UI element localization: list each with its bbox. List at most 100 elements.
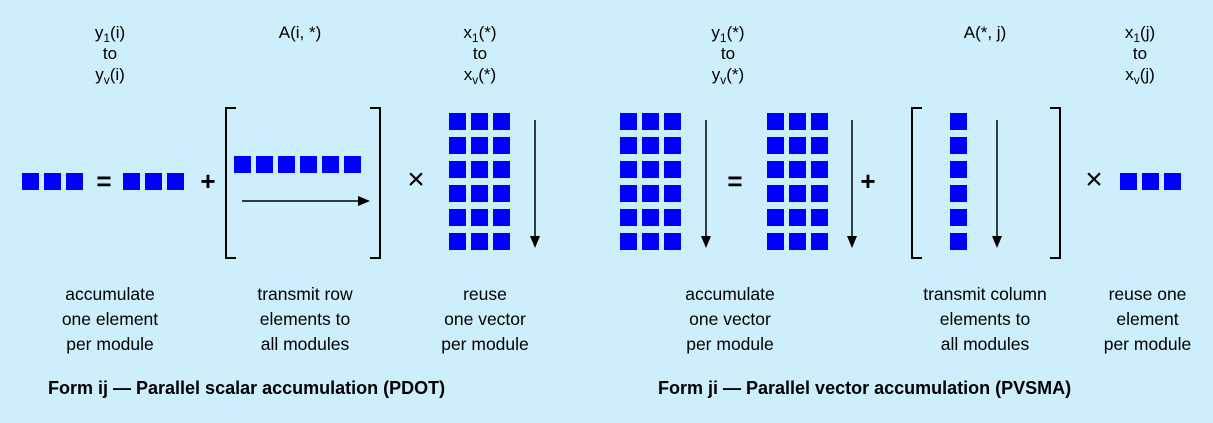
caption-reuse-vector: reuse one vector per module bbox=[441, 284, 529, 354]
x-reuse-arrow-ij-head bbox=[530, 236, 540, 248]
x-vector-square-ij bbox=[471, 113, 488, 130]
left-bracket-row bbox=[225, 107, 236, 259]
y-element-square-ij bbox=[66, 173, 83, 190]
x-vector-square-ij bbox=[471, 185, 488, 202]
x-element-square-ji bbox=[1142, 173, 1159, 190]
label-x-range-ij: x1(*) to xv(*) bbox=[463, 23, 497, 87]
y-vector-square-ji bbox=[620, 161, 637, 178]
a-row-square bbox=[234, 156, 251, 173]
equals-operator-ji: = bbox=[727, 166, 743, 196]
x-vector-square-ij bbox=[471, 161, 488, 178]
y-accumulate-arrow-ji-head bbox=[701, 236, 711, 248]
a-column-square bbox=[950, 233, 967, 250]
form-ij-title: Form ij — Parallel scalar accumulation (… bbox=[48, 378, 446, 398]
label-x-range-ji: x1(j) to xv(j) bbox=[1124, 23, 1156, 87]
x-vector-square-ij bbox=[449, 113, 466, 130]
y-term-square-ij bbox=[167, 173, 184, 190]
a-row-square bbox=[322, 156, 339, 173]
right-bracket-column bbox=[1050, 107, 1061, 259]
caption-transmit-row: transmit row elements to all modules bbox=[257, 284, 353, 354]
y-term-square-ji bbox=[789, 209, 806, 226]
a-column-square bbox=[950, 185, 967, 202]
y-term-square-ji bbox=[811, 209, 828, 226]
x-vector-square-ij bbox=[471, 209, 488, 226]
a-row-square bbox=[344, 156, 361, 173]
times-operator-ji: × bbox=[1085, 163, 1103, 196]
x-vector-square-ij bbox=[449, 161, 466, 178]
y-term-square-ji bbox=[767, 113, 784, 130]
y-term-square-ji bbox=[767, 161, 784, 178]
x-vector-square-ij bbox=[471, 233, 488, 250]
a-column-square bbox=[950, 161, 967, 178]
right-bracket-row bbox=[370, 107, 381, 259]
caption-accumulate-ij: accumulate one element per module bbox=[61, 284, 159, 354]
y-element-square-ij bbox=[44, 173, 61, 190]
y-vector-square-ji bbox=[664, 233, 681, 250]
x-vector-square-ij bbox=[471, 137, 488, 154]
y-term-square-ji bbox=[811, 233, 828, 250]
plus-operator-ij: + bbox=[200, 166, 216, 196]
column-arrow-head bbox=[992, 236, 1002, 248]
y-vector-square-ji bbox=[620, 209, 637, 226]
y-element-square-ij bbox=[22, 173, 39, 190]
a-row-square bbox=[300, 156, 317, 173]
plus-operator-ji: + bbox=[860, 166, 876, 196]
x-vector-square-ij bbox=[493, 209, 510, 226]
y-term-square-ji bbox=[767, 233, 784, 250]
a-column-square bbox=[950, 137, 967, 154]
y-vector-square-ji bbox=[664, 185, 681, 202]
x-vector-square-ij bbox=[493, 113, 510, 130]
y-vector-square-ji bbox=[620, 185, 637, 202]
form-ji-title: Form ji — Parallel vector accumulation (… bbox=[658, 378, 1072, 398]
y-vector-square-ji bbox=[642, 233, 659, 250]
y-term-square-ji bbox=[789, 233, 806, 250]
y-term-square-ji bbox=[811, 113, 828, 130]
y-vector-square-ji bbox=[642, 113, 659, 130]
label-a-row: A(i, *) bbox=[278, 23, 322, 42]
y-term-square-ij bbox=[123, 173, 140, 190]
caption-transmit-column: transmit column elements to all modules bbox=[923, 284, 1047, 354]
y-vector-square-ji bbox=[664, 161, 681, 178]
times-operator-ij: × bbox=[407, 163, 425, 196]
y-vector-square-ji bbox=[664, 113, 681, 130]
a-row-square bbox=[278, 156, 295, 173]
x-vector-square-ij bbox=[449, 137, 466, 154]
a-column-square bbox=[950, 113, 967, 130]
x-vector-square-ij bbox=[449, 209, 466, 226]
blue-squares bbox=[22, 113, 1181, 250]
row-arrow-head bbox=[358, 196, 370, 206]
x-vector-square-ij bbox=[493, 161, 510, 178]
label-a-column: A(*, j) bbox=[963, 23, 1007, 42]
y-term-square-ji bbox=[767, 185, 784, 202]
y-term-square-ji bbox=[767, 137, 784, 154]
a-matrix-arrow-ji-head bbox=[847, 236, 857, 248]
left-bracket-column bbox=[911, 107, 922, 259]
caption-reuse-element: reuse one element per module bbox=[1103, 284, 1192, 354]
equals-operator-ij: = bbox=[96, 166, 112, 196]
label-y-range-ij: y1(i) to yv(i) bbox=[94, 23, 126, 87]
y-vector-square-ji bbox=[642, 137, 659, 154]
x-element-square-ji bbox=[1164, 173, 1181, 190]
y-term-square-ji bbox=[811, 161, 828, 178]
y-term-square-ji bbox=[789, 137, 806, 154]
y-term-square-ji bbox=[789, 185, 806, 202]
x-element-square-ji bbox=[1120, 173, 1137, 190]
y-vector-square-ji bbox=[642, 209, 659, 226]
caption-accumulate-ji: accumulate one vector per module bbox=[685, 284, 775, 354]
x-vector-square-ij bbox=[449, 185, 466, 202]
y-term-square-ji bbox=[789, 161, 806, 178]
a-column-square bbox=[950, 209, 967, 226]
y-vector-square-ji bbox=[620, 233, 637, 250]
y-term-square-ji bbox=[811, 137, 828, 154]
x-vector-square-ij bbox=[449, 233, 466, 250]
y-term-square-ji bbox=[789, 113, 806, 130]
y-term-square-ji bbox=[767, 209, 784, 226]
x-vector-square-ij bbox=[493, 185, 510, 202]
a-row-square bbox=[256, 156, 273, 173]
y-term-square-ji bbox=[811, 185, 828, 202]
label-y-range-ji: y1(*) to yv(*) bbox=[711, 23, 745, 87]
y-vector-square-ji bbox=[642, 161, 659, 178]
y-vector-square-ji bbox=[642, 185, 659, 202]
x-vector-square-ij bbox=[493, 137, 510, 154]
